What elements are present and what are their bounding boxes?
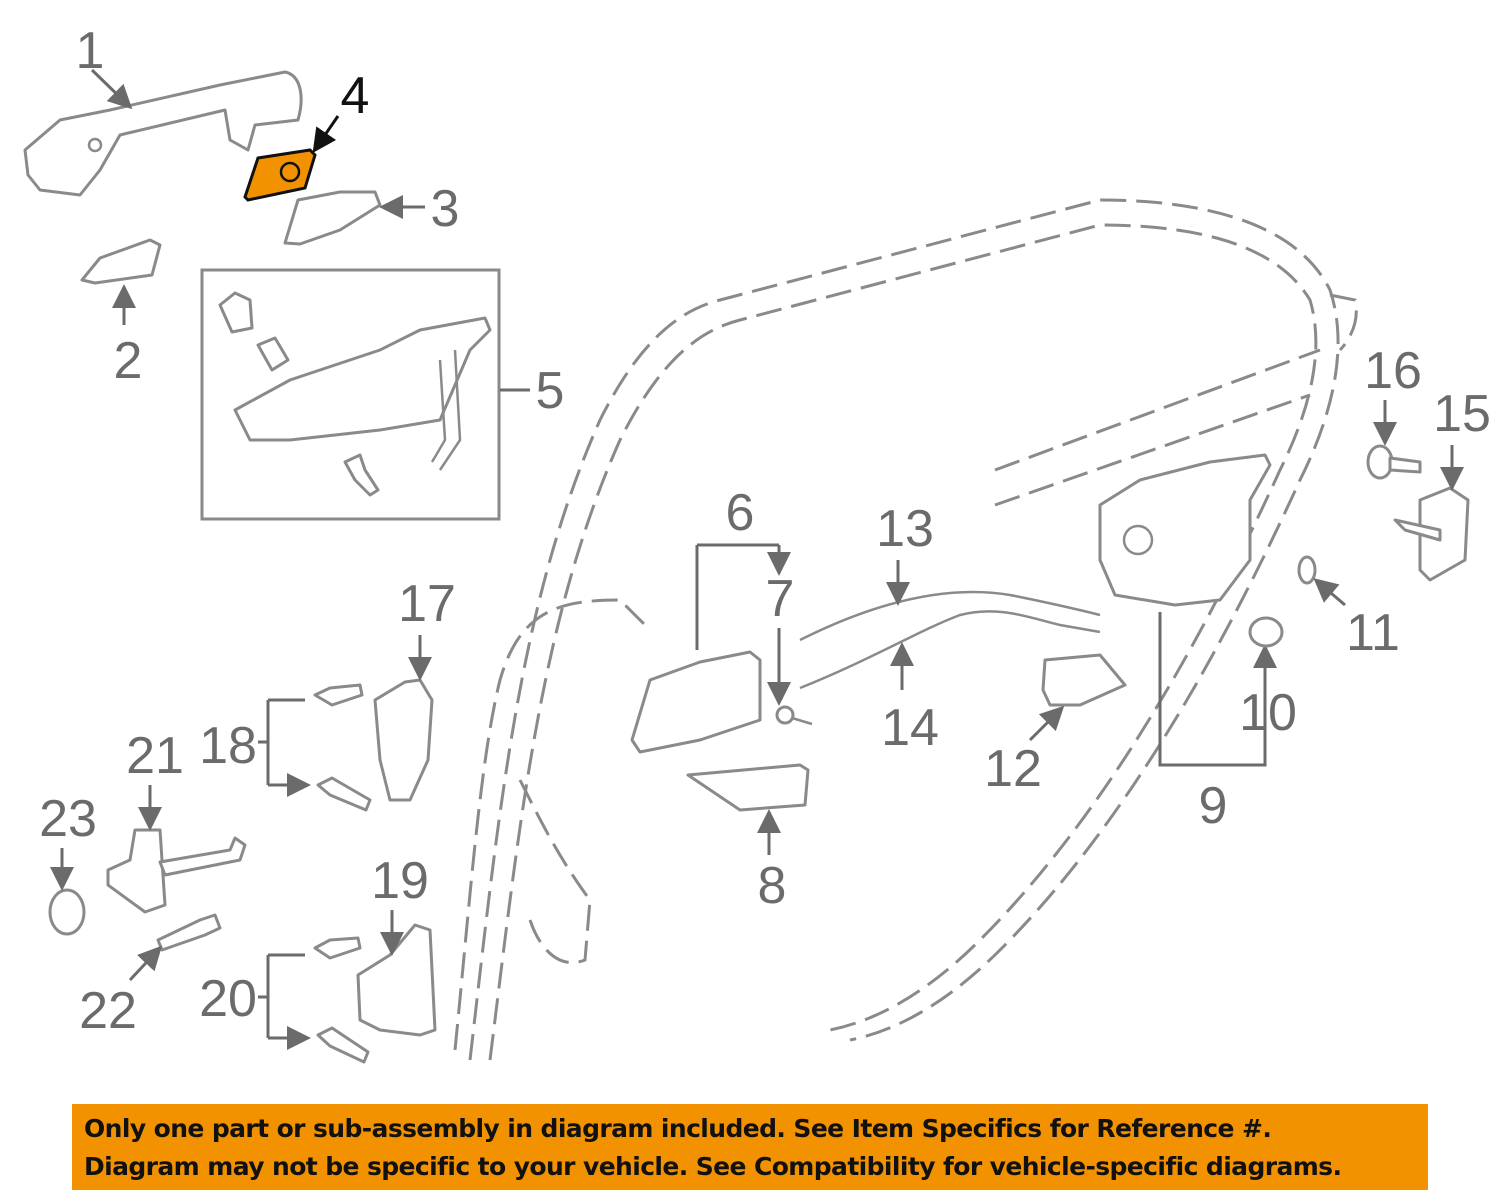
part-7-rod — [767, 628, 813, 726]
callout-5: 5 — [536, 362, 565, 420]
callout-6: 6 — [726, 484, 755, 542]
part-19-hinge — [356, 910, 437, 1037]
callout-17: 17 — [398, 575, 456, 633]
callout-16: 16 — [1364, 342, 1422, 400]
door-outline — [453, 198, 1358, 1061]
callout-labels: 1 2 3 4 5 6 7 8 9 10 11 12 13 14 15 16 1… — [39, 22, 1491, 1040]
callout-18: 18 — [199, 717, 257, 775]
part-22-bolt — [128, 913, 222, 982]
part-3-pad — [283, 190, 425, 246]
part-18-bolts — [258, 683, 372, 812]
disclaimer-banner: Only one part or sub-assembly in diagram… — [72, 1104, 1428, 1190]
disclaimer-line-2: Diagram may not be specific to your vehi… — [84, 1152, 1342, 1181]
callout-15: 15 — [1433, 385, 1491, 443]
callout-11: 11 — [1346, 604, 1400, 662]
part-16-bolt — [1366, 400, 1422, 480]
callout-2: 2 — [114, 332, 143, 390]
callout-1: 1 — [76, 22, 105, 80]
callout-14: 14 — [881, 699, 939, 757]
part-20-bolts — [258, 936, 370, 1064]
part-4-highlighted — [243, 115, 340, 202]
part-15-striker — [1393, 445, 1470, 582]
callout-13: 13 — [876, 500, 934, 558]
callout-10: 10 — [1239, 684, 1297, 742]
callout-8: 8 — [758, 857, 787, 915]
part-10-grommet — [1248, 616, 1284, 648]
part-5-frame-kit — [200, 268, 530, 521]
part-8-bezel — [686, 763, 810, 855]
callout-21: 21 — [126, 727, 184, 785]
callout-20: 20 — [199, 970, 257, 1028]
callout-23: 23 — [39, 790, 97, 848]
callout-12: 12 — [984, 740, 1042, 798]
callout-3: 3 — [431, 180, 460, 238]
part-6-inner-handle — [630, 543, 779, 754]
callout-22: 22 — [79, 982, 137, 1040]
callout-19: 19 — [371, 852, 429, 910]
part-9-latch — [1098, 453, 1277, 767]
part-23-nut — [48, 848, 86, 936]
part-17-hinge — [373, 635, 434, 802]
part-21-door-check — [106, 785, 247, 914]
callout-4: 4 — [341, 67, 370, 125]
part-2-cover — [80, 238, 162, 325]
part-12-actuator — [1028, 653, 1127, 742]
part-11-ring — [1297, 555, 1346, 607]
part-13-14-cables — [799, 560, 1101, 690]
callout-7: 7 — [766, 570, 795, 628]
disclaimer-line-1: Only one part or sub-assembly in diagram… — [84, 1114, 1272, 1143]
part-1-outer-handle — [23, 68, 303, 197]
callout-9: 9 — [1199, 777, 1228, 835]
